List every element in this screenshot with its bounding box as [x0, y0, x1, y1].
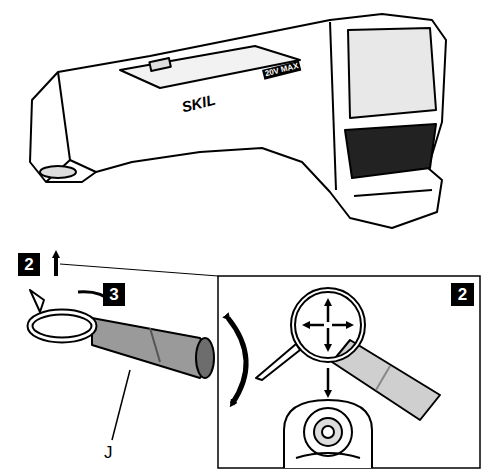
callout-box: 3: [103, 283, 125, 306]
callout-number: 2: [24, 256, 33, 273]
inset-adapter: [256, 290, 440, 420]
multitool: [30, 14, 446, 228]
direction-arrow: [327, 368, 330, 394]
callout-number: 2: [458, 286, 467, 303]
swivel-arrow: [228, 318, 246, 404]
direction-arrow: [54, 254, 58, 276]
callout-number: 3: [109, 286, 118, 303]
leader-line: [112, 370, 130, 440]
callout-box: 2: [451, 283, 474, 306]
part-letter: J: [104, 444, 113, 461]
inset-frame: [218, 276, 480, 468]
callout-box: 2: [18, 253, 40, 276]
expand-arrows: [306, 302, 350, 348]
inset-leader: [60, 264, 218, 276]
tool-head: [284, 400, 372, 468]
